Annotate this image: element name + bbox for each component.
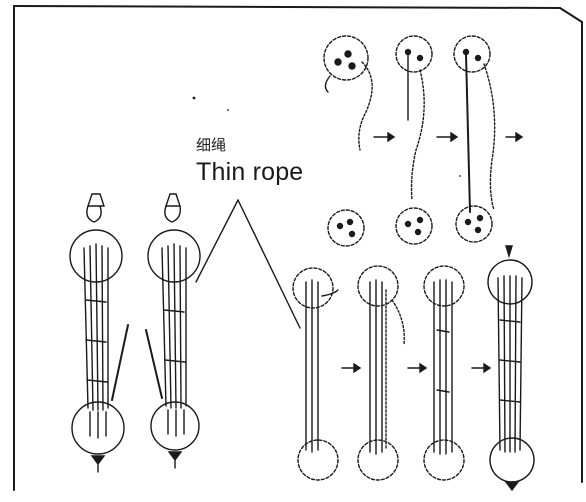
- bottom-arrow-3: [472, 364, 490, 372]
- top-step-3: [454, 36, 495, 212]
- top-step-2: [396, 36, 432, 200]
- top-arrow-2: [437, 133, 457, 141]
- page-border: [14, 6, 582, 490]
- top-step-2-base: [396, 208, 432, 244]
- callout-lines: [196, 200, 300, 328]
- bottom-step-1: [293, 268, 338, 480]
- bundle-left-1: [70, 194, 128, 472]
- top-step-1: [324, 36, 372, 150]
- top-step-1-base: [328, 210, 364, 246]
- callout-label-chinese: 细绳: [196, 134, 226, 155]
- bottom-step-2: [358, 266, 404, 480]
- top-step-3-base: [456, 206, 492, 242]
- top-arrow-1: [374, 133, 394, 141]
- bottom-step-4: [488, 246, 534, 490]
- callout-label-english: Thin rope: [196, 158, 303, 187]
- bottom-step-3: [424, 266, 464, 480]
- bottom-arrow-1: [342, 364, 360, 372]
- bundle-left-2: [146, 194, 200, 468]
- top-arrow-3: [506, 133, 522, 141]
- bottom-arrow-2: [408, 364, 426, 372]
